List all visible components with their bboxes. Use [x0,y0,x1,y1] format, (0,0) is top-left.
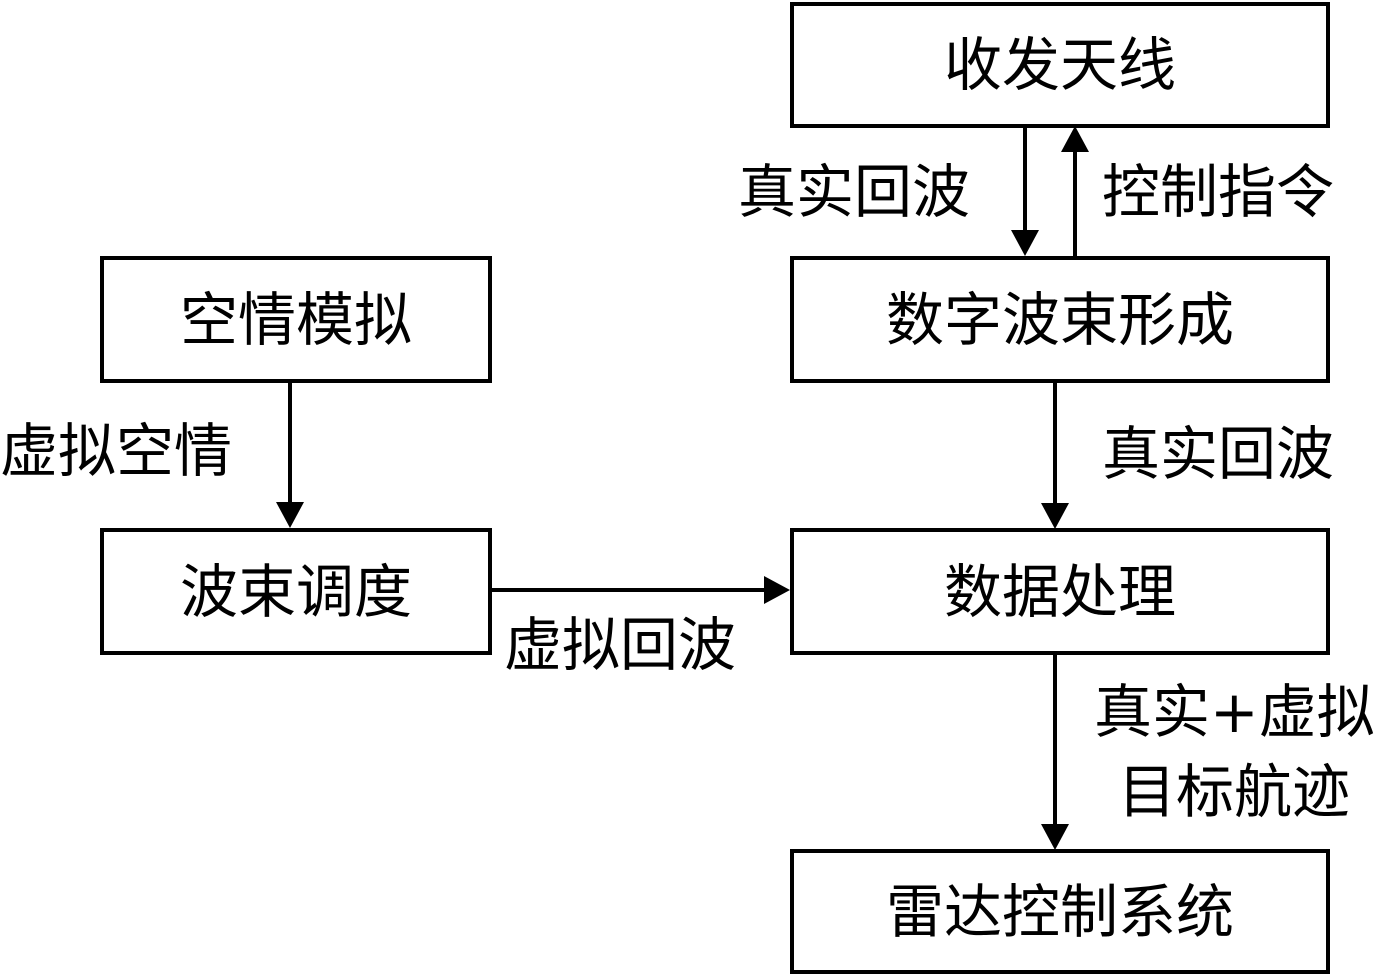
edge-label-virtual-air: 虚拟空情 [0,417,233,485]
data-proc-label: 数据处理 [943,557,1176,626]
dbf-box: 数字波束形成 [790,256,1330,383]
radar-ctrl-box: 雷达控制系统 [790,849,1330,974]
beam-sched-label: 波束调度 [179,557,412,626]
edge-label-tracks-line1: 真实+虚拟 [1094,678,1375,746]
air-sim-label: 空情模拟 [179,285,412,354]
radar-ctrl-label: 雷达控制系统 [885,877,1234,946]
data-proc-box: 数据处理 [790,528,1330,655]
arrowhead-down-dbf-dataproc [1041,503,1069,529]
arrowhead-right-beamsched-dataproc [764,576,790,604]
edge-label-real-echo-mid: 真实回波 [1102,420,1335,488]
air-sim-box: 空情模拟 [100,256,492,383]
arrowhead-down-airsim-beamsched [276,502,304,528]
edge-label-tracks-line2: 目标航迹 [1118,758,1351,826]
arrowhead-down-dataproc-radarctrl [1041,824,1069,850]
arrowhead-down-antenna-dbf [1011,230,1039,256]
dbf-label: 数字波束形成 [885,285,1234,354]
antenna-box: 收发天线 [790,2,1330,128]
edge-label-real-echo-top: 真实回波 [738,158,971,226]
beam-sched-box: 波束调度 [100,528,492,655]
edge-label-virtual-echo: 虚拟回波 [504,611,737,679]
arrowhead-up-dbf-antenna [1061,126,1089,152]
antenna-label: 收发天线 [943,31,1176,99]
edge-label-control-command: 控制指令 [1102,158,1335,226]
